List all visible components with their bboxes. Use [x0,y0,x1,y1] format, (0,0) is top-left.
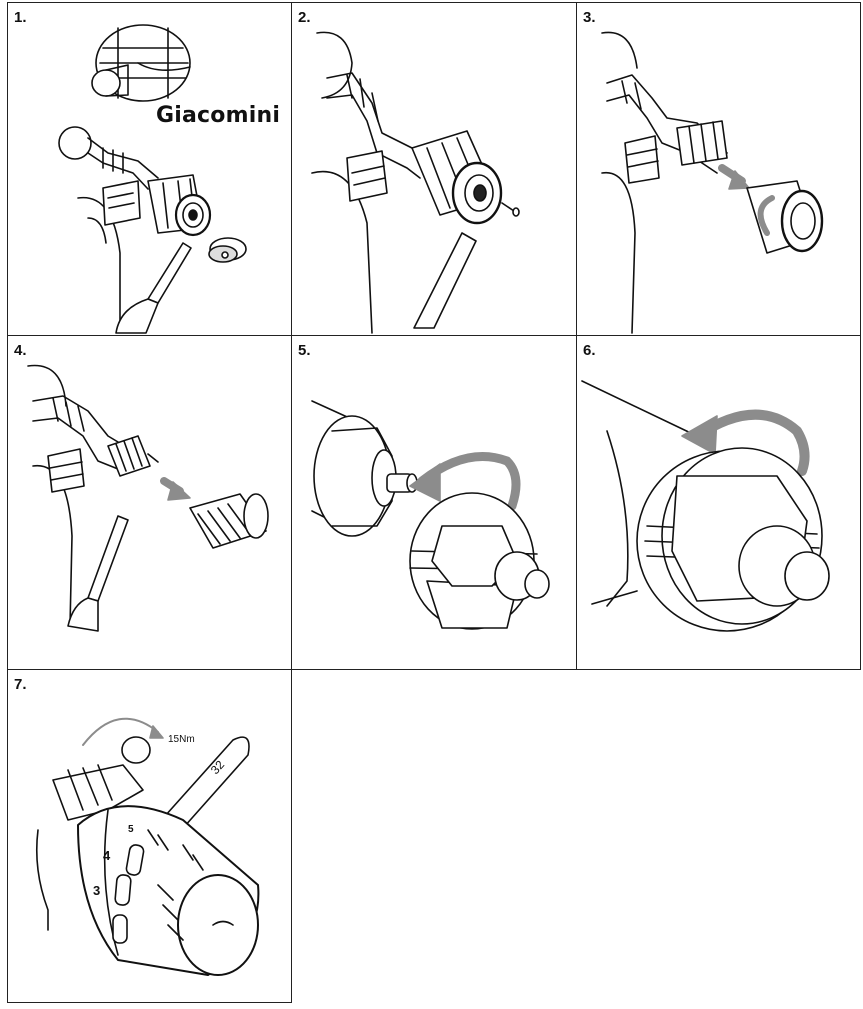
step-4-panel: 4. [7,335,292,670]
step-4-illustration [27,364,269,632]
step-7-illustration: 15Nm 32 3 4 5 [36,717,260,976]
dial-numbers: 3 4 5 [93,824,134,898]
step-1-illustration [58,24,247,334]
step-7-panel: 7. 15Nm 32 3 4 [7,669,292,1003]
giacomini-adapter [91,24,191,102]
thermostatic-head [77,805,260,976]
radiator-valve [36,764,144,931]
step-6-illustration [581,380,830,632]
radiator-valve [601,31,728,334]
step-1-panel: 1. Giacomini [7,2,292,336]
screwdriver [413,232,477,329]
rotation-arrow [681,409,810,476]
step-3-illustration [601,31,824,334]
dial-number-4: 4 [103,848,111,863]
small-screw [501,202,520,217]
step-6-number: 6. [583,342,596,359]
step-2-panel: 2. [291,2,577,336]
torque-arrow: 15Nm [82,717,195,746]
valve-head [147,174,212,237]
step-5-illustration [311,400,550,630]
step-4-number: 4. [14,342,27,359]
step-5-number: 5. [298,342,311,359]
valve-head [746,180,824,254]
screwdriver [67,515,129,632]
dial-number-5: 5 [128,824,134,835]
cover-cap [208,237,247,263]
radiator-valve [27,364,159,627]
step-2-illustration [311,31,520,334]
giacomini-adapter-mounted [636,447,830,632]
step-6-panel: 6. [576,335,861,670]
torque-label: 15Nm [168,734,195,745]
rotation-arrow [409,452,521,511]
step-3-number: 3. [583,9,596,26]
dial-number-3: 3 [93,883,100,898]
radiator-valve [58,126,159,324]
radiator-outline [581,380,698,607]
radiator-valve [311,31,428,334]
screwdriver [115,242,192,334]
removal-arrow [718,164,750,190]
brand-label: Giacomini [156,103,281,128]
step-2-number: 2. [298,9,311,26]
giacomini-adapter [409,492,550,630]
step-1-number: 1. [14,9,27,26]
step-3-panel: 3. [576,2,861,336]
valve-head [411,130,503,225]
removal-arrow [160,477,191,501]
valve-body [311,400,418,537]
valve-insert [189,493,269,549]
step-7-number: 7. [14,676,27,693]
step-5-panel: 5. [291,335,577,670]
